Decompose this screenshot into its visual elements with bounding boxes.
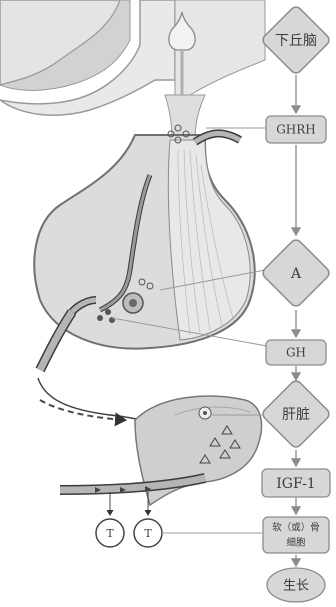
gh-label: GH (286, 346, 306, 360)
cartilage-cell-node: 软（或）骨 细胞 (263, 517, 329, 553)
ghrh-label: GHRH (276, 123, 316, 137)
cartilage-label-line2: 细胞 (286, 537, 306, 549)
t-cell-1-label: T (106, 527, 114, 540)
brain-illustration (0, 0, 265, 140)
liver-label: 肝脏 (282, 407, 310, 423)
t-cell-2-label: T (144, 527, 152, 540)
pituitary-gland (34, 125, 254, 370)
hypothalamus-node: 下丘脑 (261, 5, 332, 76)
igf1-node: IGF-1 (262, 469, 330, 497)
gh-node: GH (266, 340, 326, 365)
anterior-pituitary-label: A (290, 266, 302, 282)
anterior-pituitary-node: A (261, 238, 332, 309)
growth-label: 生长 (283, 579, 309, 594)
t-cell-1: T (96, 519, 124, 547)
liver-illustration (38, 378, 262, 515)
hypothalamus-label: 下丘脑 (275, 33, 317, 49)
growth-node: 生长 (267, 568, 325, 602)
ghrh-node: GHRH (266, 116, 326, 143)
t-cell-2: T (134, 519, 162, 547)
cartilage-label-line1: 软（或）骨 (272, 522, 320, 534)
igf1-label: IGF-1 (276, 476, 315, 492)
liver-node: 肝脏 (261, 379, 332, 450)
